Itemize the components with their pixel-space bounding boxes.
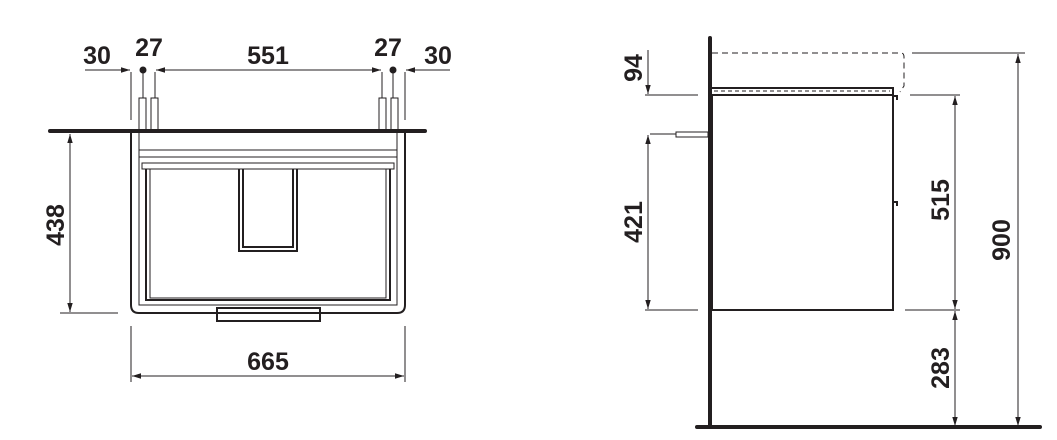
dim-total-height: 900 bbox=[988, 219, 1016, 261]
dim-side-right: 30 bbox=[424, 42, 452, 70]
wall-anchors bbox=[138, 66, 399, 131]
cabinet-side bbox=[711, 94, 894, 311]
dim-side-left: 30 bbox=[83, 42, 111, 70]
dim-anchor-height: 421 bbox=[620, 201, 648, 243]
dim-basin-top: 94 bbox=[620, 54, 648, 82]
dim-height: 438 bbox=[42, 204, 70, 246]
cabinet-inner bbox=[138, 133, 398, 306]
drawer-handle bbox=[216, 307, 321, 322]
dim-floor-gap: 283 bbox=[927, 347, 955, 389]
countertop bbox=[712, 87, 894, 96]
dim-cabinet-height: 515 bbox=[927, 179, 955, 221]
dim-width: 665 bbox=[247, 348, 289, 376]
dim-anchor-left: 27 bbox=[135, 34, 163, 62]
cabinet-outline bbox=[130, 133, 406, 314]
dim-anchor-right: 27 bbox=[374, 34, 402, 62]
wall-anchor bbox=[650, 131, 709, 138]
basin-outline bbox=[712, 52, 905, 93]
drawer-front bbox=[145, 169, 391, 301]
drawer-top bbox=[141, 162, 395, 170]
dim-anchor-span: 551 bbox=[247, 42, 289, 70]
siphon-cutout bbox=[238, 169, 298, 252]
side-view: 94 421 515 283 900 bbox=[620, 36, 1042, 429]
front-view: 30 27 551 27 30 438 665 bbox=[42, 34, 452, 382]
